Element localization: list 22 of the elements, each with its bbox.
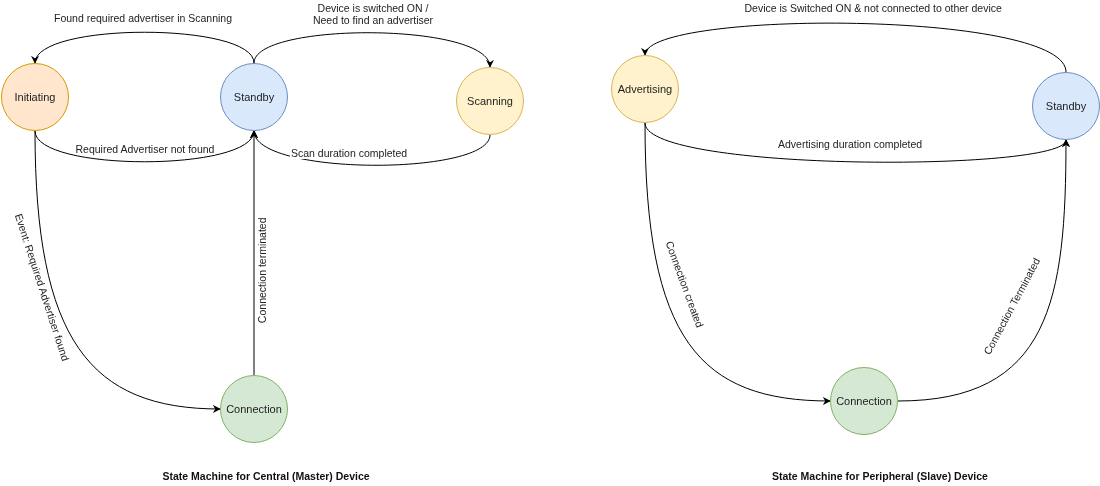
transition-arrow	[34, 31, 255, 64]
state-name: Advertising	[617, 83, 673, 95]
diagram-caption: State Machine for Central (Master) Device	[162, 470, 370, 482]
edge-label: Advertising duration completed	[777, 137, 924, 151]
transition-arrow	[34, 130, 221, 413]
transition-arrow	[250, 130, 258, 376]
state-name: Standby	[1045, 100, 1087, 112]
state-name: Standby	[233, 91, 275, 103]
diagram-caption: State Machine for Peripheral (Slave) Device	[772, 470, 988, 482]
edge-label: Device is Switched ON & not connected to other device	[743, 1, 1003, 15]
transition-arrow	[644, 22, 1067, 73]
transition-arrow	[253, 32, 491, 68]
edge-label: Scan duration completed	[290, 146, 409, 160]
state-name: Scanning	[467, 95, 513, 107]
state-name: Connection	[226, 403, 282, 415]
state-name: Connection	[836, 395, 892, 407]
edge-label: Connection terminated	[255, 215, 269, 324]
transition-arrow	[897, 139, 1070, 402]
transition-arrow	[644, 122, 831, 405]
state-name: Initiating	[14, 91, 56, 103]
edge-label: Found required advertiser in Scanning	[53, 11, 234, 25]
edge-label: Required Advertiser not found	[74, 142, 216, 156]
